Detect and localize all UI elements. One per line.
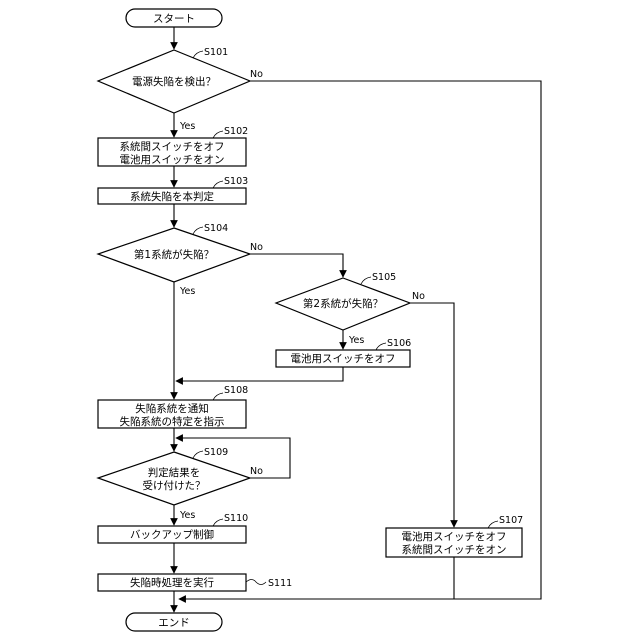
s101-leader xyxy=(193,51,203,58)
process-s110: バックアップ制御 xyxy=(98,526,246,543)
s108-line2: 失陥系統の特定を指示 xyxy=(120,415,225,428)
s106-text: 電池用スイッチをオフ xyxy=(291,352,396,365)
s103-text: 系統失陥を本判定 xyxy=(130,190,214,203)
s107-step-id: S107 xyxy=(499,515,523,526)
s108-line1: 失陥系統を通知 xyxy=(135,402,209,415)
s106-step-id: S106 xyxy=(387,338,411,349)
decision-s105: 第2系統が失陥？ xyxy=(276,278,410,330)
s109-step-id: S109 xyxy=(204,447,228,458)
arrow-s104-s105 xyxy=(250,254,343,277)
s104-yes-label: Yes xyxy=(179,286,195,297)
s108-step-id: S108 xyxy=(224,385,248,396)
s108-leader xyxy=(213,393,223,400)
s109-leader xyxy=(193,451,203,458)
s109-no-label: No xyxy=(250,466,263,477)
start-label: スタート xyxy=(153,13,195,25)
process-s108: 失陥系統を通知 失陥系統の特定を指示 xyxy=(98,400,246,428)
s104-text: 第1系統が失陥？ xyxy=(134,248,214,261)
s106-leader xyxy=(376,343,386,350)
arrow-s105-s107 xyxy=(410,303,454,527)
s103-leader xyxy=(213,181,223,188)
s109-yes-label: Yes xyxy=(179,510,195,521)
s110-text: バックアップ制御 xyxy=(130,528,214,541)
s102-line1: 系統間スイッチをオフ xyxy=(120,140,225,153)
process-s106: 電池用スイッチをオフ xyxy=(276,350,410,367)
s111-leader xyxy=(246,580,266,585)
s105-leader xyxy=(361,277,371,284)
s101-text: 電源失陥を検出？ xyxy=(132,75,216,88)
s105-yes-label: Yes xyxy=(348,335,364,346)
s102-step-id: S102 xyxy=(224,126,248,137)
process-s107: 電池用スイッチをオフ 系統間スイッチをオン xyxy=(386,528,522,557)
start-terminal: スタート xyxy=(126,9,222,27)
s110-step-id: S110 xyxy=(224,513,248,524)
decision-s101: 電源失陥を検出？ xyxy=(98,50,250,113)
s102-leader xyxy=(213,131,223,138)
process-s103: 系統失陥を本判定 xyxy=(98,188,246,204)
s109-line1: 判定結果を xyxy=(148,466,201,479)
s104-no-label: No xyxy=(250,242,263,253)
s111-text: 失陥時処理を実行 xyxy=(130,576,214,589)
s104-step-id: S104 xyxy=(204,223,228,234)
end-label: エンド xyxy=(158,617,190,629)
s105-text: 第2系統が失陥？ xyxy=(303,297,383,310)
s103-step-id: S103 xyxy=(224,176,248,187)
process-s102: 系統間スイッチをオフ 電池用スイッチをオン xyxy=(98,138,246,166)
arrow-s106-merge xyxy=(176,367,343,381)
s101-step-id: S101 xyxy=(204,47,228,58)
s107-line1: 電池用スイッチをオフ xyxy=(402,530,507,543)
decision-s109: 判定結果を 受け付けた？ xyxy=(98,452,250,505)
s109-line2: 受け付けた？ xyxy=(143,479,206,492)
s102-line2: 電池用スイッチをオン xyxy=(120,153,225,166)
s101-yes-label: Yes xyxy=(179,121,195,132)
end-terminal: エンド xyxy=(126,613,222,631)
s104-leader xyxy=(193,227,203,234)
s105-step-id: S105 xyxy=(372,272,396,283)
s107-line2: 系統間スイッチをオン xyxy=(402,543,507,556)
s110-leader xyxy=(213,519,223,526)
s101-no-label: No xyxy=(250,69,263,80)
s107-leader xyxy=(488,521,498,528)
s105-no-label: No xyxy=(412,291,425,302)
process-s111: 失陥時処理を実行 xyxy=(98,574,246,591)
decision-s104: 第1系統が失陥？ xyxy=(98,228,250,282)
s111-step-id: S111 xyxy=(268,578,292,589)
